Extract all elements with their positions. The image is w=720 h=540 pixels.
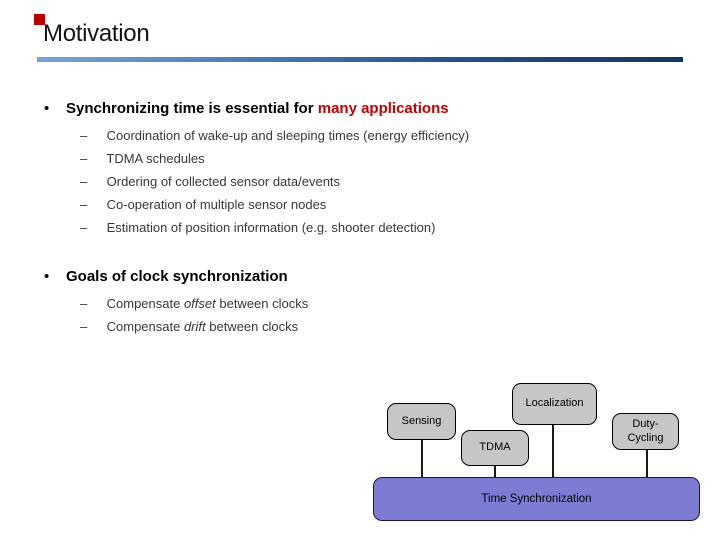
list-item-text: Estimation of position information (e.g.… (106, 220, 436, 235)
box-label: Time Synchronization (481, 493, 592, 505)
diagram-box-sensing: Sensing (387, 403, 456, 440)
item-italic: drift (183, 319, 206, 334)
list-item: – TDMA schedules (80, 147, 469, 170)
item-post: between clocks (205, 319, 299, 334)
list-item: – Compensate drift between clocks (80, 315, 308, 338)
title-underline-rule (37, 57, 683, 62)
bullet-goals: • Goals of clock synchronization (44, 268, 288, 285)
bullet-marker: • (44, 100, 50, 117)
box-label: Localization (525, 397, 584, 410)
duty-line2: Cycling (627, 431, 664, 444)
list-item-text: Co-operation of multiple sensor nodes (106, 197, 327, 212)
list-item: – Ordering of collected sensor data/even… (80, 170, 469, 193)
list-item: – Co-operation of multiple sensor nodes (80, 193, 469, 216)
applications-list: – Coordination of wake-up and sleeping t… (80, 124, 469, 239)
dash-marker: – (80, 220, 88, 235)
list-item: – Coordination of wake-up and sleeping t… (80, 124, 469, 147)
goals-list: – Compensate offset between clocks – Com… (80, 292, 308, 338)
list-item: – Estimation of position information (e.… (80, 216, 469, 239)
list-item-text: Ordering of collected sensor data/events (106, 174, 341, 189)
box-label: TDMA (479, 441, 511, 454)
item-pre: Compensate (106, 319, 184, 334)
diagram-box-time-synchronization: Time Synchronization (373, 477, 700, 521)
connector-line-tdma (494, 466, 496, 477)
bullet-marker: • (44, 268, 50, 285)
connector-line-duty-cycling (646, 450, 648, 477)
dash-marker: – (80, 197, 88, 212)
item-italic: offset (183, 296, 216, 311)
bullet1-highlight: many applications (317, 100, 449, 117)
bullet2-text: Goals of clock synchronization (66, 268, 288, 285)
box-label: Duty-Cycling (627, 418, 663, 444)
list-item: – Compensate offset between clocks (80, 292, 308, 315)
connector-line-sensing (421, 440, 423, 477)
dash-marker: – (80, 296, 88, 311)
list-item-text: Coordination of wake-up and sleeping tim… (106, 128, 470, 143)
dash-marker: – (80, 151, 88, 166)
list-item-text: TDMA schedules (106, 151, 205, 166)
duty-line1: Duty- (632, 418, 659, 431)
dash-marker: – (80, 319, 88, 334)
bullet-synchronizing: • Synchronizing time is essential for ma… (44, 100, 449, 117)
diagram-box-localization: Localization (512, 383, 597, 425)
box-label: Sensing (401, 414, 442, 427)
dash-marker: – (80, 174, 88, 189)
red-accent-square (34, 14, 45, 25)
list-item-text: Compensate drift between clocks (107, 319, 299, 334)
connector-line-localization (552, 425, 554, 477)
dash-marker: – (80, 128, 88, 143)
item-post: between clocks (215, 296, 309, 311)
slide-title: Motivation (43, 20, 150, 47)
bullet1-text: Synchronizing time is essential for (66, 100, 318, 117)
diagram-box-duty-cycling: Duty-Cycling (612, 413, 679, 450)
item-pre: Compensate (106, 296, 184, 311)
diagram-box-tdma: TDMA (461, 430, 529, 466)
list-item-text: Compensate offset between clocks (107, 296, 309, 311)
